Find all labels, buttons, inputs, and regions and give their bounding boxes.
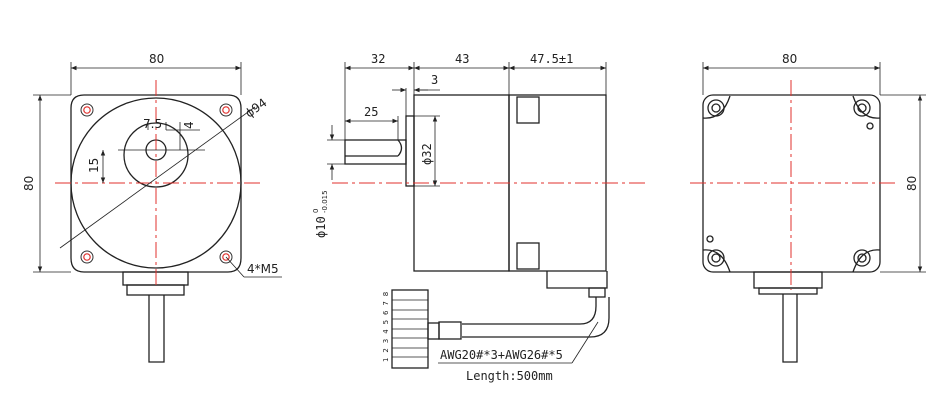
side-body-rear-dim: 47.5±1 [530, 52, 573, 66]
connector-pin-label: 2 [382, 348, 390, 352]
side-shaft [344, 139, 407, 165]
connector-pin-label: 4 [382, 329, 390, 334]
front-height-dim: 80 [22, 176, 36, 191]
front-connector-neck [126, 284, 185, 296]
side-flat-length-dim: 25 [364, 105, 378, 119]
front-width-dim: 80 [149, 52, 164, 66]
svg-text:0: 0 [312, 209, 320, 213]
side-pin-labels: 1 2 3 4 5 6 7 8 [382, 292, 390, 362]
side-flange-step-dim: 3 [431, 73, 438, 87]
front-mounting-holes [80, 103, 233, 264]
side-body-front-dim: 43 [455, 52, 469, 66]
front-pcd-dim: ϕ94 [243, 95, 270, 120]
front-cable [148, 295, 165, 363]
connector-pin-label: 1 [382, 358, 390, 362]
connector-pin-label: 8 [382, 292, 390, 296]
front-view: 80 80 ϕ94 4*M5 7.5 4 15 [22, 52, 282, 363]
rear-height-dim: 80 [905, 176, 919, 191]
front-key-dim: 4 [182, 121, 196, 129]
front-hole-label: 4*M5 [247, 262, 279, 276]
rear-cable [782, 294, 798, 363]
side-shaft-length-dim: 32 [371, 52, 385, 66]
svg-text:-0.015: -0.015 [321, 190, 329, 213]
side-wire-terminals [391, 289, 429, 369]
rear-view: 80 80 [690, 52, 926, 363]
connector-pin-label: 7 [382, 301, 390, 305]
side-view: 1 2 3 4 5 6 7 8 32 43 47.5±1 3 25 ϕ32 [312, 52, 648, 383]
side-shaft-diameter-dim: ϕ10 0 -0.015 [312, 190, 329, 238]
side-cable [462, 297, 610, 338]
front-shaft-offset-dim: 15 [87, 158, 101, 173]
connector-pin-label: 6 [382, 310, 390, 315]
side-cable-length: Length:500mm [466, 369, 553, 383]
front-body-outline [70, 94, 242, 273]
rear-corner-bosses [702, 95, 881, 273]
svg-text:ϕ10: ϕ10 [314, 216, 328, 238]
rear-connector-plate [753, 271, 823, 289]
side-boss [405, 115, 415, 187]
side-connector-housing [546, 271, 608, 289]
connector-pin-label: 3 [382, 339, 390, 343]
rear-connector-neck [758, 287, 818, 295]
connector-pin-label: 5 [382, 320, 390, 324]
side-boss-diameter-dim: ϕ32 [420, 143, 434, 165]
front-pcd-line [59, 106, 256, 249]
front-boss-offset-dim: 7.5 [143, 117, 162, 131]
rear-width-dim: 80 [782, 52, 797, 66]
side-cable-spec: AWG20#*3+AWG26#*5 [440, 348, 563, 362]
